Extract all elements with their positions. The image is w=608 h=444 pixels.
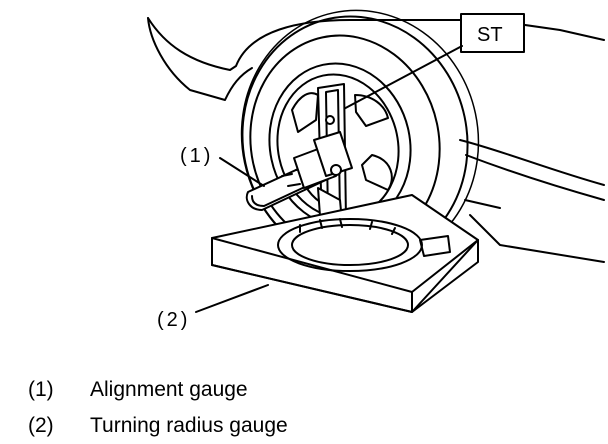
legend-row-turning-radius-gauge: (2) Turning radius gauge (28, 408, 568, 444)
legend-row-alignment-gauge: (1) Alignment gauge (28, 372, 568, 408)
legend-label: Alignment gauge (90, 378, 248, 401)
legend-label: Turning radius gauge (90, 414, 288, 437)
callout-1-leader (219, 157, 265, 187)
st-label: ST (477, 24, 503, 46)
callout-2-label: (2) (157, 309, 190, 331)
legend-number: (2) (28, 414, 54, 437)
legend: (1) Alignment gauge (2) Turning radius g… (28, 372, 568, 444)
turning-radius-gauge (211, 194, 479, 313)
st-callout (337, 13, 525, 113)
alignment-gauge (245, 83, 353, 225)
callout-1-label: (1) (180, 145, 213, 167)
callout-2-leader (195, 284, 269, 313)
legend-number: (1) (28, 378, 54, 401)
